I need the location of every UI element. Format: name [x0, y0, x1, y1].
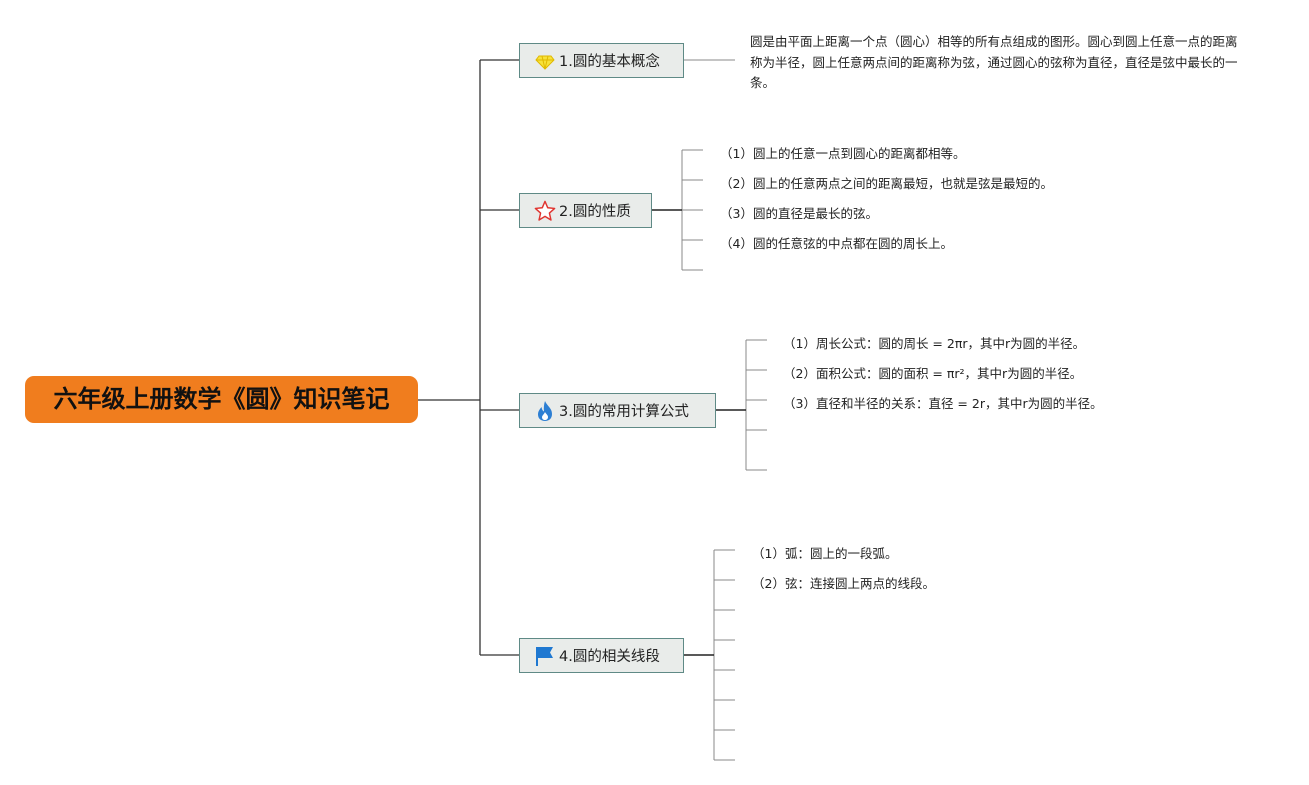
- branch-label: 4.圆的相关线段: [559, 649, 660, 665]
- segment-item: （2）弦：连接圆上两点的线段。: [752, 576, 935, 591]
- branch-label: 3.圆的常用计算公式: [559, 404, 689, 420]
- root-topic[interactable]: 六年级上册数学《圆》知识笔记: [25, 376, 418, 423]
- flag-icon: [534, 645, 556, 667]
- basic-concept-text: 圆是由平面上距离一个点（圆心）相等的所有点组成的图形。圆心到圆上任意一点的距离称…: [750, 34, 1238, 90]
- formula-item: （3）直径和半径的关系：直径 = 2r，其中r为圆的半径。: [783, 396, 1103, 411]
- branch-basic-concept[interactable]: 1.圆的基本概念: [519, 43, 684, 78]
- branch-properties[interactable]: 2.圆的性质: [519, 193, 652, 228]
- branch-label: 1.圆的基本概念: [559, 54, 660, 70]
- branch-related-segments[interactable]: 4.圆的相关线段: [519, 638, 684, 673]
- segment-item: （1）弧：圆上的一段弧。: [752, 546, 898, 561]
- property-item: （2）圆上的任意两点之间的距离最短，也就是弦是最短的。: [720, 176, 1053, 191]
- star-icon: [534, 200, 556, 222]
- formula-item: （1）周长公式：圆的周长 = 2πr，其中r为圆的半径。: [783, 336, 1086, 351]
- branch-label: 2.圆的性质: [559, 204, 631, 220]
- diamond-icon: [534, 50, 556, 72]
- property-item: （3）圆的直径是最长的弦。: [720, 206, 878, 221]
- flame-icon: [534, 400, 556, 422]
- branch-formulas[interactable]: 3.圆的常用计算公式: [519, 393, 716, 428]
- formula-item: （2）面积公式：圆的面积 = πr²，其中r为圆的半径。: [783, 366, 1083, 381]
- property-item: （4）圆的任意弦的中点都在圆的周长上。: [720, 236, 953, 251]
- property-item: （1）圆上的任意一点到圆心的距离都相等。: [720, 146, 966, 161]
